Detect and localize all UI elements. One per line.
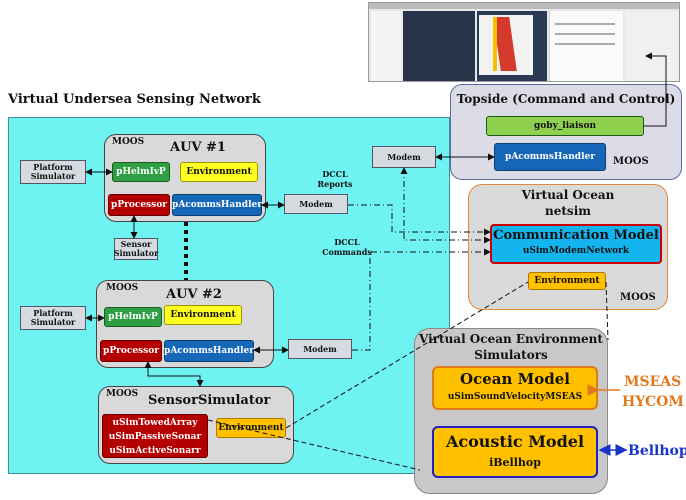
auv2-pprocessor: pProcessor <box>100 340 162 362</box>
auv2-modem: Modem <box>288 339 352 359</box>
sensor-simulator-title: SensorSimulator <box>148 393 271 408</box>
auv1-title: AUV #1 <box>170 140 226 155</box>
auv1-environment: Environment <box>180 162 258 182</box>
acoustic-model-box <box>432 426 598 478</box>
acoustic-model-title: Acoustic Model <box>445 432 585 451</box>
auv1-phelmivp: pHelmIvP <box>112 162 170 182</box>
auv2-moos-label: MOOS <box>106 283 139 293</box>
dccl-reports-label: DCCL Reports <box>317 169 353 189</box>
auv1-moos-label: MOOS <box>112 137 145 147</box>
auv1-modem: Modem <box>284 194 348 214</box>
topside-pacomms-handler: pAcommsHandler <box>494 143 606 171</box>
communication-model-sub: uSimModemNetwork <box>522 246 630 256</box>
sensor-sim-moos-label: MOOS <box>106 389 139 399</box>
auv2-title: AUV #2 <box>166 287 222 302</box>
screenshot-thumbnail <box>368 2 680 82</box>
sensor-module-active-sonar: uSimActiveSonarr <box>109 446 201 456</box>
communication-model-title: Communication Model <box>493 228 659 243</box>
network-title: Virtual Undersea Sensing Network <box>8 92 261 107</box>
env-simulators-title: Virtual Ocean Environment Simulators <box>419 332 603 362</box>
goby-liaison-box: goby_liaison <box>486 116 644 136</box>
auv2-pacomms-handler: pAcommsHandler <box>164 340 254 362</box>
ocean-model-title: Ocean Model <box>460 370 570 388</box>
ocean-model-sub: uSimSoundVelocityMSEAS <box>447 392 583 402</box>
bellhop-label: Bellhop <box>628 443 686 459</box>
netsim-title: Virtual Ocean netsim <box>521 188 615 218</box>
sensor-module-towed-array: uSimTowedArray <box>112 418 198 428</box>
netsim-moos-label: MOOS <box>620 292 656 303</box>
sensor-sim-environment: Environment <box>216 418 286 438</box>
sensor-module-passive-sonar: uSimPassiveSonar <box>108 432 202 442</box>
mseas-label: MSEAS <box>624 374 682 390</box>
topside-moos-label: MOOS <box>613 156 649 167</box>
netsim-environment: Environment <box>528 272 606 290</box>
ocean-model-box <box>432 366 598 410</box>
platform-simulator-2: Platform Simulator <box>20 306 86 330</box>
hycom-label: HYCOM <box>622 394 684 410</box>
auv1-pprocessor: pProcessor <box>108 194 170 216</box>
dccl-commands-label: DCCL Commands <box>322 237 372 257</box>
auv2-environment: Environment <box>164 305 242 325</box>
communication-model-box <box>490 224 662 264</box>
topside-title: Topside (Command and Control) <box>456 92 676 106</box>
sensor-sim-modules: uSimTowedArray uSimPassiveSonar uSimActi… <box>102 414 208 458</box>
acoustic-model-sub: iBellhop <box>489 456 541 469</box>
